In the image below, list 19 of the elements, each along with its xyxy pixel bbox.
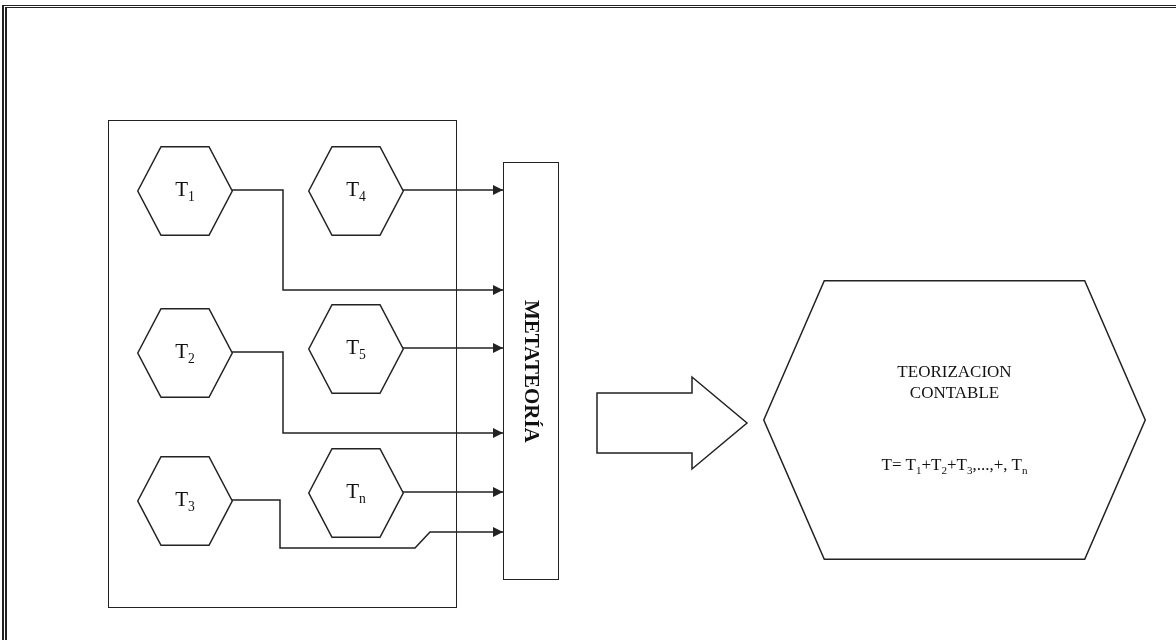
node-label: T$_{2}$ — [175, 338, 195, 368]
vertical-label: METATEORÍA — [518, 299, 544, 443]
hexagon-node — [137, 146, 233, 236]
block-arrow — [596, 375, 749, 471]
process-box — [503, 162, 559, 580]
node-label: T$_{1}$ — [175, 176, 195, 206]
node-label: T$_{3}$ — [175, 486, 195, 516]
hexagon-node — [137, 308, 233, 398]
node-label: T$_{n}$ — [346, 478, 366, 508]
hexagon-node — [308, 146, 404, 236]
hexagon-node — [308, 448, 404, 538]
node-label: T$_{4}$ — [346, 176, 366, 206]
hexagon-node — [763, 280, 1146, 560]
group-box — [108, 120, 457, 608]
hexagon-node — [308, 304, 404, 394]
node-label: T$_{5}$ — [346, 334, 366, 364]
formula: T= T$_{1}$+T$_{2}$+T$_{3}$,...,+, T$_{n}$ — [881, 455, 1028, 478]
hexagon-title: TEORIZACION CONTABLE — [896, 362, 1013, 404]
hexagon-node — [137, 456, 233, 546]
